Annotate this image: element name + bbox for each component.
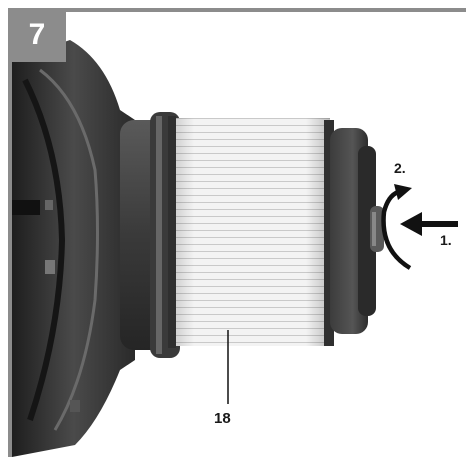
step-number: 7: [28, 18, 46, 51]
rotate-arrow-icon: [381, 189, 412, 270]
frame-left-border: [8, 8, 12, 457]
rotate-arrowhead-icon: [394, 184, 412, 200]
part-number-label: 18: [214, 410, 231, 427]
push-step-label: 1.: [440, 232, 452, 248]
vacuum-housing: [12, 40, 135, 457]
push-arrow-icon: [400, 212, 422, 236]
frame-top-border: [8, 8, 466, 12]
rotate-step-label: 2.: [394, 160, 406, 176]
step-number-badge: 7: [8, 8, 66, 62]
filter-end-cap: [330, 128, 384, 334]
pleated-filter: [168, 116, 334, 348]
